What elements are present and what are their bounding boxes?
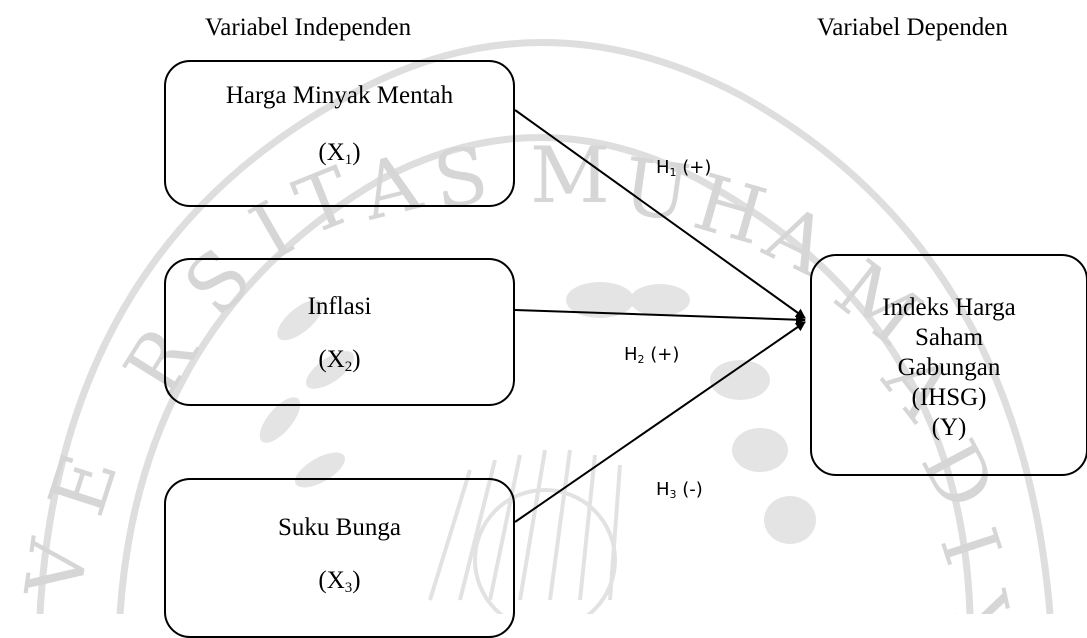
variable-code-x1: (X1)	[318, 139, 361, 168]
hypothesis-label-h1: H1 (+)	[656, 157, 712, 179]
variable-box-x1: Harga Minyak Mentah (X1)	[164, 60, 515, 207]
svg-text:S: S	[428, 130, 493, 227]
variable-name-x1: Harga Minyak Mentah	[225, 82, 454, 109]
dependent-variable-label: Indeks Harga Saham Gabungan (IHSG) (Y)	[882, 294, 1016, 441]
dependent-variable-heading: Variabel Dependen	[817, 14, 1008, 41]
svg-text:M: M	[530, 131, 610, 221]
variable-name-x3: Suku Bunga	[278, 514, 401, 541]
hypothesis-label-h3: H3 (-)	[656, 479, 703, 501]
variable-box-x3: Suku Bunga (X3)	[164, 478, 515, 638]
hypothesis-label-h2: H2 (+)	[624, 344, 680, 366]
variable-code-x2: (X2)	[318, 346, 361, 375]
svg-text:V: V	[10, 533, 107, 604]
variable-box-x2: Inflasi (X2)	[164, 258, 515, 406]
variable-name-x2: Inflasi	[307, 293, 372, 320]
svg-text:Y: Y	[931, 584, 1030, 614]
variable-code-x3: (X3)	[318, 567, 361, 596]
independent-variables-heading: Variabel Independen	[205, 14, 412, 41]
dependent-variable-box: Indeks Harga Saham Gabungan (IHSG) (Y)	[810, 254, 1087, 476]
